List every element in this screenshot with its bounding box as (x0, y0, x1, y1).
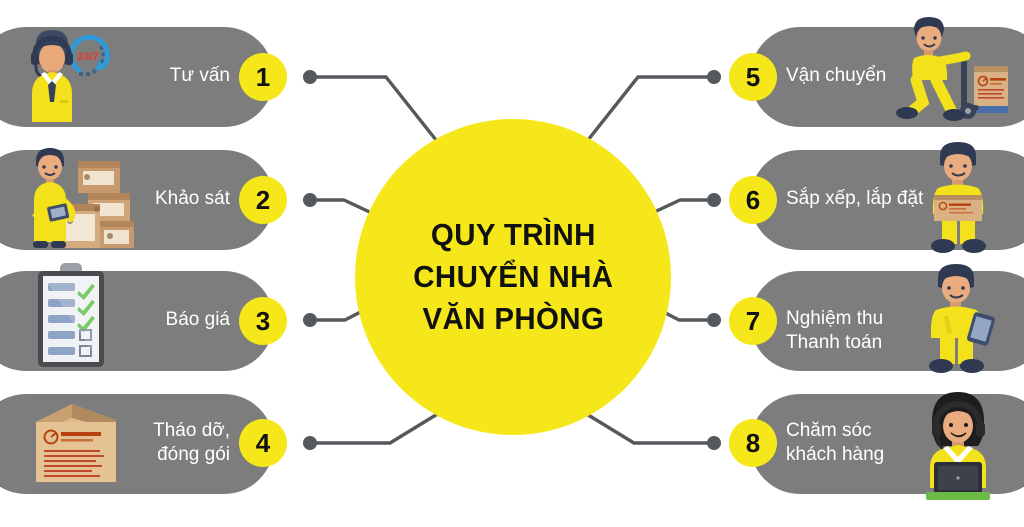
step-number-2: 2 (239, 176, 287, 224)
clipboard-checklist-icon (30, 261, 114, 371)
step-label-1: Tư vấn (169, 65, 230, 86)
step-label-7: Nghiệm thu Thanh toán (786, 308, 884, 353)
step-number-5: 5 (729, 53, 777, 101)
worker-hand-truck-icon (892, 14, 1012, 124)
step-number-6: 6 (729, 176, 777, 224)
step-label-3: Báo giá (165, 309, 230, 330)
headset-operator-247-icon: 24/7 (14, 28, 126, 122)
step-label-2: Khảo sát (155, 188, 230, 209)
step-number-8: 8 (729, 419, 777, 467)
center-title: QUY TRÌNH CHUYỂN NHÀ VĂN PHÒNG (412, 217, 614, 336)
worker-with-tablet-icon (912, 262, 1006, 374)
cardboard-box-icon (28, 400, 130, 492)
step-label-6: Sắp xếp, lắp đặt (786, 188, 924, 209)
step-number-1: 1 (239, 53, 287, 101)
customer-support-laptop-icon (908, 390, 1008, 502)
center-hub: QUY TRÌNH CHUYỂN NHÀ VĂN PHÒNG (355, 119, 671, 435)
step-label-4: Tháo dỡ, đóng gói (153, 420, 230, 465)
step-number-7: 7 (729, 297, 777, 345)
worker-carrying-box-icon (912, 140, 1004, 255)
step-number-3: 3 (239, 297, 287, 345)
step-label-8: Chăm sóc khách hàng (786, 420, 885, 465)
step-number-4: 4 (239, 419, 287, 467)
step-label-5: Vận chuyển (786, 65, 887, 86)
svg-text:24/7: 24/7 (77, 51, 98, 63)
surveyor-with-boxes-icon (18, 142, 136, 252)
